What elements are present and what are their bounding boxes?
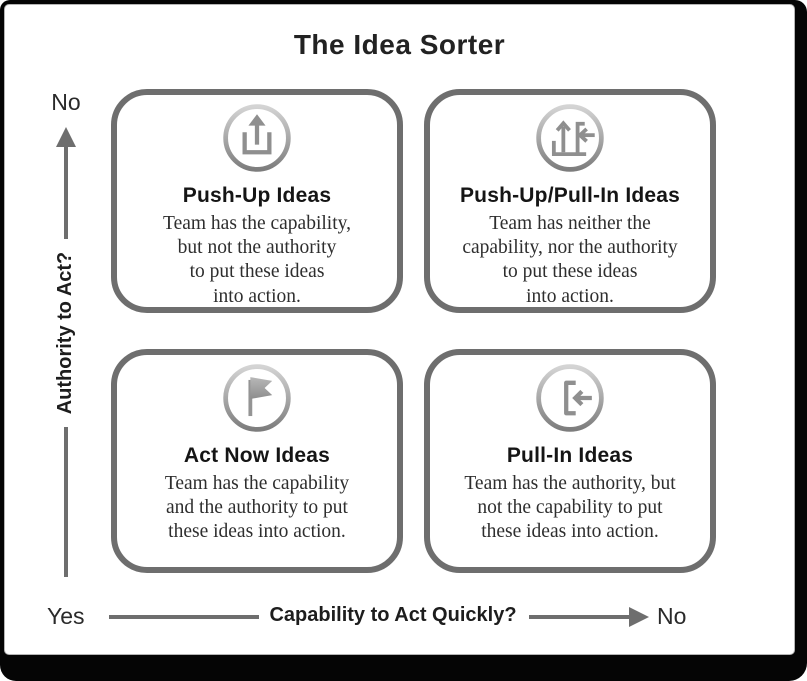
x-axis-left-label: Yes xyxy=(47,603,85,629)
quadrant-body: Team has neither the capability, nor the… xyxy=(462,213,678,307)
x-axis-right-label: No xyxy=(657,603,687,629)
push-up-icon xyxy=(223,104,291,172)
quadrant-heading: Push-Up Ideas xyxy=(182,184,332,207)
y-axis-top-label: No xyxy=(51,89,81,115)
quadrant-heading: Act Now Ideas xyxy=(183,444,331,467)
flag-icon xyxy=(223,364,291,432)
quadrant-body: Team has the capability, but not the aut… xyxy=(163,213,351,307)
diagram-title: The Idea Sorter xyxy=(293,29,506,60)
x-axis-line-right xyxy=(529,615,629,619)
y-axis-line-upper xyxy=(64,145,68,239)
y-axis-label: Authority to Act? xyxy=(54,251,76,415)
x-axis-arrowhead-icon xyxy=(629,607,649,627)
quadrant-push-up: Push-Up Ideas Team has the capability, b… xyxy=(111,89,403,313)
quadrant-body: Team has the authority, but not the capa… xyxy=(464,473,676,543)
quadrant-heading: Push-Up/Pull-In Ideas xyxy=(459,184,681,207)
y-axis-arrowhead-icon xyxy=(56,127,76,147)
quadrant-heading: Pull-In Ideas xyxy=(506,444,634,467)
quadrant-pull-in: Pull-In Ideas Team has the authority, bu… xyxy=(424,349,716,573)
x-axis-label: Capability to Act Quickly? xyxy=(269,604,517,626)
push-up-pull-in-icon xyxy=(536,104,604,172)
pull-in-icon xyxy=(536,364,604,432)
quadrant-act-now: Act Now Ideas Team has the capability an… xyxy=(111,349,403,573)
quadrant-body: Team has the capability and the authorit… xyxy=(164,473,350,543)
quadrant-push-up-pull-in: Push-Up/Pull-In Ideas Team has neither t… xyxy=(424,89,716,313)
diagram-canvas: The Idea Sorter No Authority to Act? Yes… xyxy=(4,4,795,655)
x-axis-line-left xyxy=(109,615,259,619)
y-axis-line-lower xyxy=(64,427,68,577)
